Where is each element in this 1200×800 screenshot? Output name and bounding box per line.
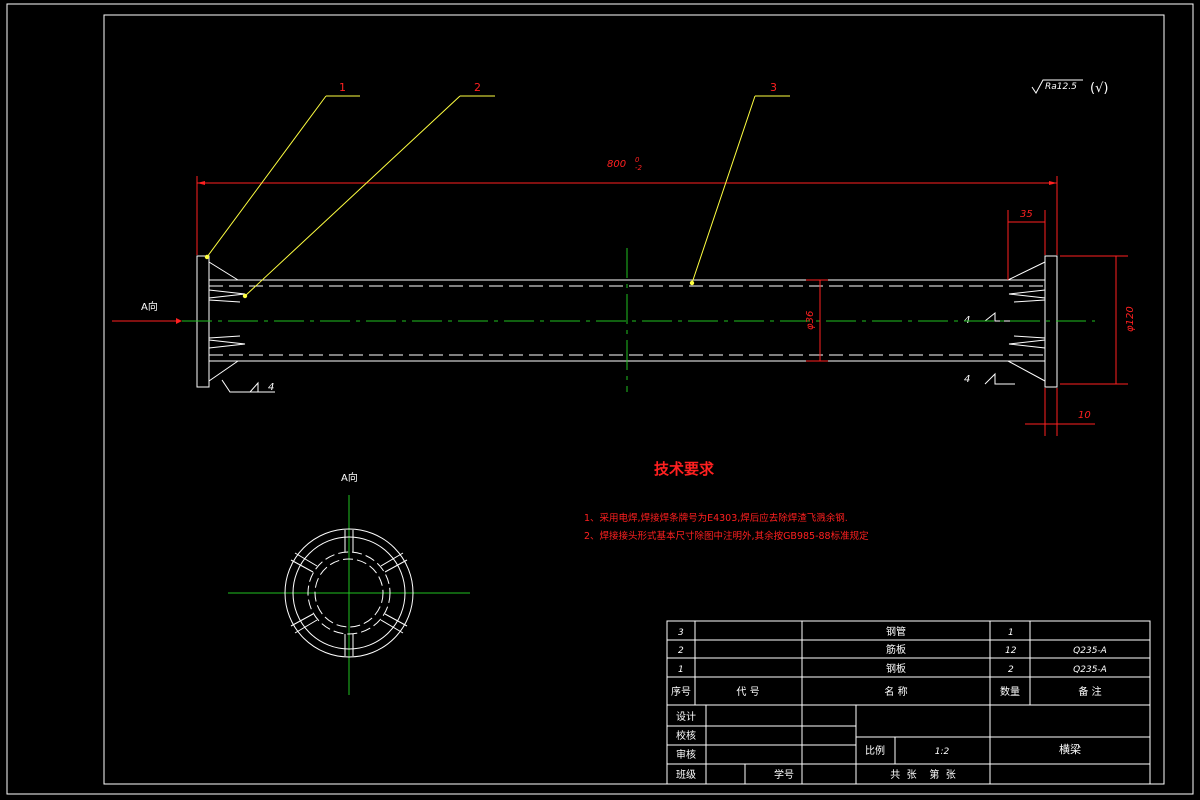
balloon-number: 1 bbox=[339, 81, 346, 94]
weld-size-label: 4 bbox=[964, 374, 970, 385]
dimension-phi120: φ120 bbox=[1060, 255, 1136, 385]
bom-name: 钢管 bbox=[886, 625, 906, 638]
balloon-number: 3 bbox=[770, 81, 777, 94]
tb-student-id: 学号 bbox=[774, 768, 794, 781]
bom-qty: 12 bbox=[1005, 646, 1017, 656]
leader-balloon-3: 3 bbox=[689, 81, 790, 286]
bom-header-name: 名 称 bbox=[884, 685, 907, 698]
roughness-rest: (√) bbox=[1090, 81, 1108, 96]
leader-balloon-2: 2 bbox=[242, 81, 495, 299]
bom-header-code: 代 号 bbox=[736, 686, 759, 698]
view-a-label: A向 bbox=[141, 300, 158, 313]
bom-header-no: 序号 bbox=[671, 685, 691, 698]
tb-scale-label: 比例 bbox=[865, 744, 885, 757]
dim-plate-thk: 10 bbox=[1078, 410, 1091, 421]
dim-end-offset: 35 bbox=[1020, 209, 1033, 220]
bom-qty: 1 bbox=[1008, 628, 1014, 638]
view-a-arrow: A向 bbox=[112, 300, 182, 324]
balloon-number: 2 bbox=[474, 81, 481, 94]
tb-design: 设计 bbox=[676, 710, 696, 723]
tech-item-2: 2、焊接接头形式基本尺寸除图中注明外,其余按GB985-88标准规定 bbox=[584, 530, 869, 542]
bom-no: 3 bbox=[678, 628, 684, 638]
leader-balloon-1: 1 bbox=[204, 81, 360, 260]
tb-scale-value: 1:2 bbox=[935, 747, 950, 757]
tb-review: 审核 bbox=[676, 748, 696, 761]
bom-qty: 2 bbox=[1008, 665, 1014, 675]
tb-check: 校核 bbox=[676, 729, 696, 742]
tb-class: 班级 bbox=[676, 769, 696, 781]
tech-requirements: 技术要求 1、采用电焊,焊接焊条牌号为E4303,焊后应去除焊渣飞溅余钢. 2、… bbox=[584, 460, 869, 542]
bom-no: 2 bbox=[678, 646, 684, 656]
bom-header-note: 备 注 bbox=[1078, 685, 1101, 698]
dim-tol-upper: 0 bbox=[635, 156, 640, 164]
roughness-symbol: Ra12.5 (√) bbox=[1031, 79, 1108, 96]
weld-size-label: 4 bbox=[268, 382, 274, 393]
dim-length: 800 bbox=[607, 159, 626, 170]
roughness-value: Ra12.5 bbox=[1045, 82, 1077, 92]
bom-name: 筋板 bbox=[886, 643, 906, 656]
dimension-10: 10 bbox=[1025, 388, 1095, 436]
bom-note: Q235-A bbox=[1073, 646, 1107, 656]
dim-plate-dia: φ120 bbox=[1125, 306, 1136, 332]
dimension-35: 35 bbox=[1007, 209, 1046, 280]
dimension-phi36: φ36 bbox=[805, 279, 828, 362]
bom-name: 钢板 bbox=[886, 662, 906, 675]
tech-item-1: 1、采用电焊,焊接焊条牌号为E4303,焊后应去除焊渣飞溅余钢. bbox=[584, 512, 848, 524]
bom-note: Q235-A bbox=[1073, 665, 1107, 675]
dim-tol-lower: -2 bbox=[635, 164, 643, 172]
tech-title: 技术要求 bbox=[654, 460, 715, 478]
title-block: 3 钢管 1 2 筋板 12 Q235-A 1 钢板 2 Q235-A 序号 代… bbox=[666, 620, 1151, 785]
tb-sheets: 共 张 第 张 bbox=[890, 768, 955, 781]
end-view-a: A向 bbox=[228, 471, 470, 695]
tb-part-name: 横梁 bbox=[1059, 742, 1081, 756]
dimension-800: 800 0 -2 bbox=[196, 156, 1058, 255]
end-view-label: A向 bbox=[341, 471, 358, 484]
outer-frame bbox=[6, 3, 1194, 795]
dim-tube-dia: φ36 bbox=[805, 311, 816, 330]
bom-header-qty: 数量 bbox=[1000, 685, 1020, 698]
bom-no: 1 bbox=[678, 665, 684, 675]
inner-frame bbox=[103, 14, 1165, 785]
